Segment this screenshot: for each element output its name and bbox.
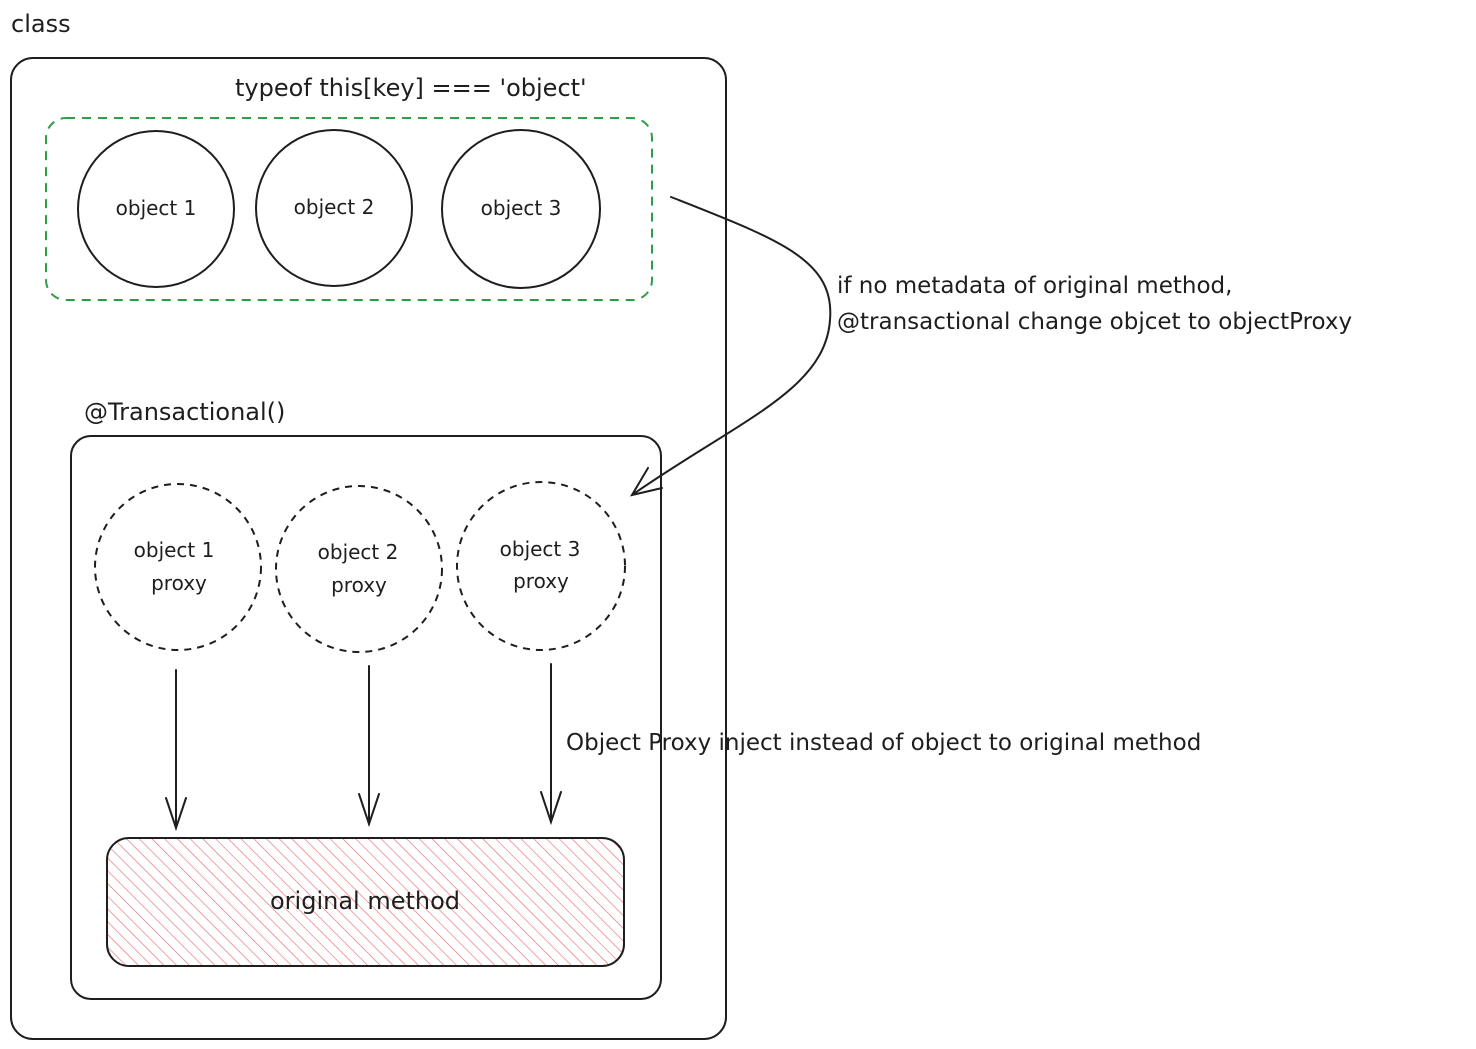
transform-arrow bbox=[629, 196, 832, 497]
object-2-label: object 2 bbox=[293, 195, 375, 219]
object-1-circle bbox=[77, 130, 235, 288]
proxy-2-arrow bbox=[358, 665, 380, 828]
object-1-label: object 1 bbox=[115, 196, 197, 220]
transactional-box bbox=[70, 435, 662, 1000]
proxy-3-arrow bbox=[540, 663, 562, 826]
object-group-label: typeof this[key] === 'object' bbox=[235, 74, 587, 102]
class-label: class bbox=[11, 10, 71, 38]
object-3-proxy-circle bbox=[456, 481, 626, 651]
annotation-transform-line-2: @transactional change objcet to objectPr… bbox=[837, 309, 1353, 335]
object-2-proxy-line-2: proxy bbox=[331, 573, 387, 597]
object-3-proxy-line-1: object 3 bbox=[499, 537, 581, 561]
object-3-proxy-line-2: proxy bbox=[513, 569, 569, 593]
original-method-box bbox=[106, 837, 625, 967]
original-method-label: original method bbox=[269, 887, 461, 915]
annotation-transform-line-1: if no metadata of original method, bbox=[837, 273, 1233, 299]
proxy-1-arrow bbox=[165, 669, 187, 832]
object-3-circle bbox=[441, 129, 601, 289]
object-3-label: object 3 bbox=[480, 196, 562, 220]
class-box bbox=[10, 57, 727, 1040]
object-2-circle bbox=[255, 129, 413, 287]
object-1-proxy-circle bbox=[94, 483, 262, 651]
object-2-proxy-circle bbox=[275, 485, 443, 653]
object-1-proxy-line-2: proxy bbox=[151, 571, 207, 595]
object-1-proxy-line-1: object 1 bbox=[133, 538, 215, 562]
annotation-inject: Object Proxy inject instead of object to… bbox=[566, 730, 1202, 756]
transactional-label: @Transactional() bbox=[84, 398, 286, 426]
object-2-proxy-line-1: object 2 bbox=[317, 540, 399, 564]
